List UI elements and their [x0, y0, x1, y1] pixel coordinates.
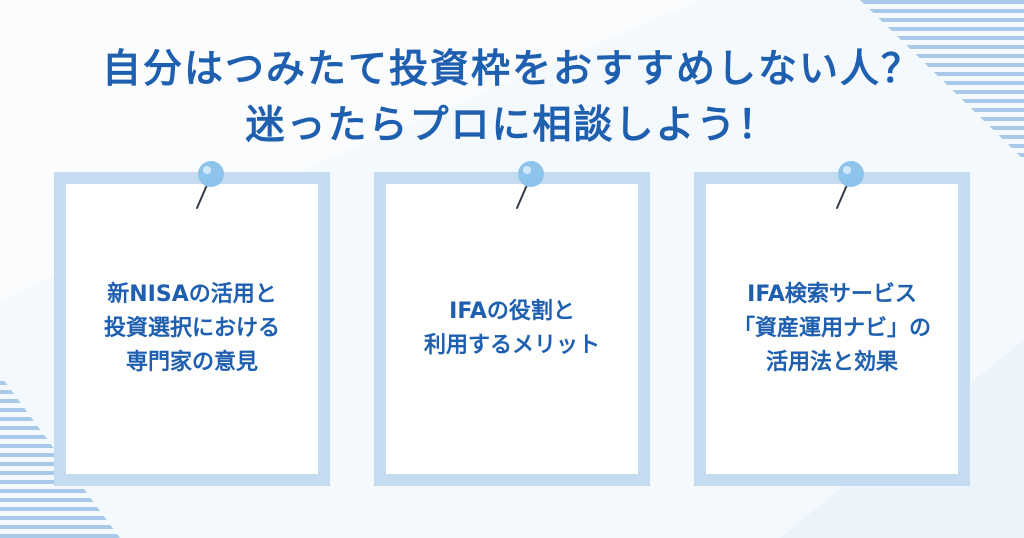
stripe	[850, 162, 1024, 166]
stripe	[0, 498, 120, 502]
topic-card-nisa[interactable]: 新NISAの活用と 投資選択における 専門家の意見	[54, 172, 330, 486]
stripe	[860, 36, 1024, 40]
card-label-line: 専門家の意見	[125, 350, 258, 375]
card-label-line: IFA検索サービス	[747, 282, 917, 307]
stripe	[860, 9, 1024, 13]
card-label-line: IFAの役割と	[449, 299, 575, 324]
stripe	[860, 54, 1024, 58]
headline: 自分はつみたて投資枠をおすすめしない人？ 迷ったらプロに相談しよう！	[0, 42, 1024, 154]
card-label-line: 投資選択における	[103, 316, 280, 341]
card-label: IFA検索サービス 「資産運用ナビ」の 活用法と効果	[706, 278, 958, 380]
card-paper: 新NISAの活用と 投資選択における 専門家の意見	[66, 184, 318, 474]
topic-card-ifa-role[interactable]: IFAの役割と 利用するメリット	[374, 172, 650, 486]
pushpin-icon	[516, 161, 544, 209]
topic-card-ifa-search[interactable]: IFA検索サービス 「資産運用ナビ」の 活用法と効果	[694, 172, 970, 486]
card-label: IFAの役割と 利用するメリット	[386, 295, 638, 363]
stripe	[860, 27, 1024, 31]
card-label-line: 「資産運用ナビ」の	[732, 316, 931, 341]
card-label-line: 利用するメリット	[423, 333, 600, 358]
card-paper: IFA検索サービス 「資産運用ナビ」の 活用法と効果	[706, 184, 958, 474]
stripe	[0, 489, 120, 493]
stripe	[0, 525, 120, 529]
stripe	[0, 516, 120, 520]
card-label-line: 活用法と効果	[765, 350, 898, 375]
stripe	[0, 534, 120, 538]
pushpin-icon	[836, 161, 864, 209]
card-paper: IFAの役割と 利用するメリット	[386, 184, 638, 474]
stripe	[860, 63, 1024, 67]
card-label: 新NISAの活用と 投資選択における 専門家の意見	[66, 278, 318, 380]
stripe	[860, 0, 1024, 4]
headline-line-1: 自分はつみたて投資枠をおすすめしない人？	[101, 47, 922, 92]
pushpin-icon	[196, 161, 224, 209]
stripe	[860, 72, 1024, 76]
card-label-line: 新NISAの活用と	[107, 282, 277, 307]
stripe	[0, 507, 120, 511]
stripe	[860, 45, 1024, 49]
headline-line-2: 迷ったらプロに相談しよう！	[245, 103, 779, 148]
stripe	[860, 18, 1024, 22]
